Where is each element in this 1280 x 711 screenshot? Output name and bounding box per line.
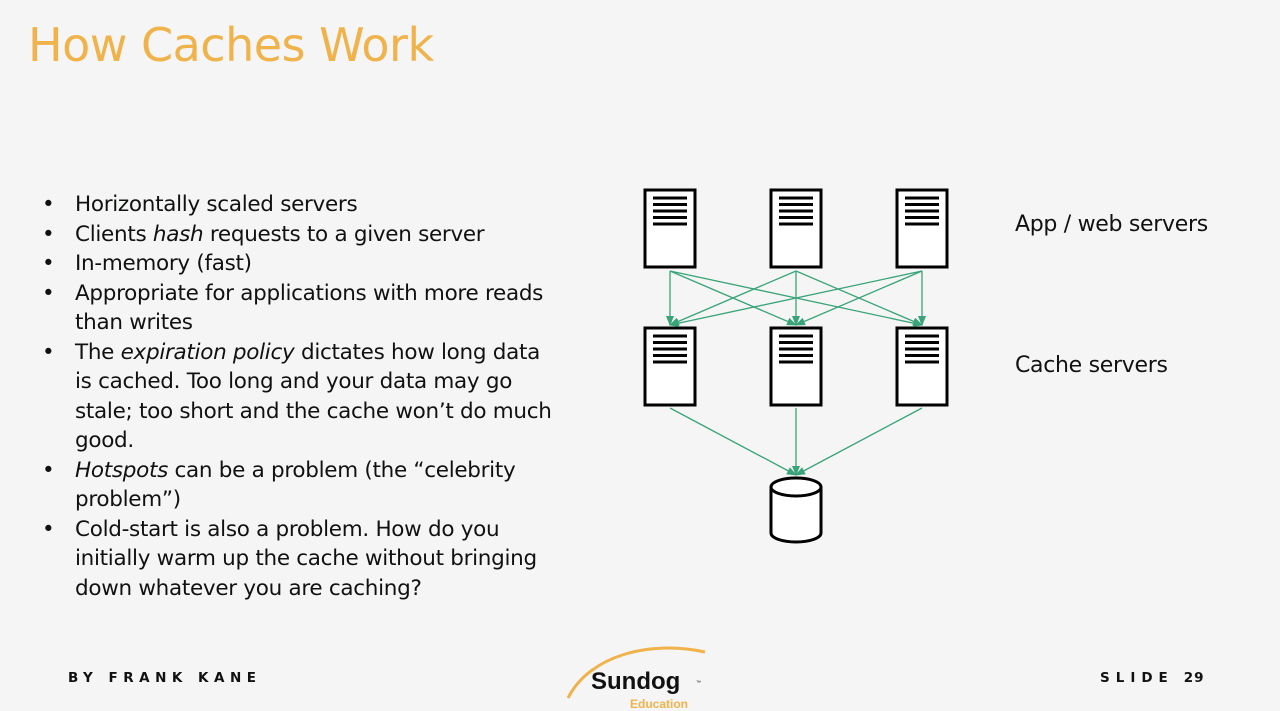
cache-server-icon	[769, 326, 823, 407]
bullet-text: In-memory (fast)	[75, 251, 252, 276]
app-to-cache-arrow	[669, 270, 923, 328]
bullet-item: Horizontally scaled servers	[40, 190, 560, 220]
cache-server-icon	[643, 326, 697, 407]
cache-servers-label: Cache servers	[1015, 353, 1168, 378]
bullet-text: Horizontally scaled servers	[75, 192, 358, 217]
bullet-item: The expiration policy dictates how long …	[40, 338, 560, 456]
bullet-text: can be a problem (the “celebrity problem…	[75, 457, 516, 513]
bullet-emphasis: expiration policy	[120, 339, 295, 365]
app-to-cache-arrow	[795, 270, 923, 326]
bullet-item: Hotspots can be a problem (the “celebrit…	[40, 456, 560, 515]
bullet-emphasis: Hotspots	[75, 457, 168, 483]
app-server-icon	[895, 188, 949, 269]
bullet-text: Clients	[75, 221, 153, 247]
slide-title: How Caches Work	[28, 18, 434, 72]
bullet-item: In-memory (fast)	[40, 249, 560, 279]
cache-server-icon	[895, 326, 949, 407]
app-server-icon	[643, 188, 697, 269]
bullet-item: Clients hash requests to a given server	[40, 220, 560, 250]
bullet-item: Appropriate for applications with more r…	[40, 279, 560, 338]
bullet-item: Cold-start is also a problem. How do you…	[40, 515, 560, 604]
cache-to-database-arrow	[669, 407, 797, 476]
logo-subtitle: Education	[630, 697, 689, 711]
author-credit: BY FRANK KANE	[68, 670, 262, 686]
bullet-emphasis: hash	[152, 221, 204, 247]
bullet-text: dictates how long data is cached. Too lo…	[75, 339, 552, 454]
cache-to-database-arrow	[795, 407, 923, 476]
slide-number: 29	[1183, 670, 1205, 686]
bullet-text: Cold-start is also a problem. How do you…	[75, 516, 537, 601]
app-servers-label: App / web servers	[1015, 212, 1208, 237]
database-icon	[769, 476, 823, 544]
bullet-text: requests to a given server	[203, 221, 485, 247]
bullet-list: Horizontally scaled serversClients hash …	[40, 190, 560, 603]
app-server-icon	[769, 188, 823, 269]
bullet-text: Appropriate for applications with more r…	[75, 280, 544, 336]
bullet-text: The	[75, 339, 121, 365]
app-to-cache-arrow	[669, 270, 797, 326]
logo-trademark: ™	[696, 680, 701, 686]
slide-indicator: SLIDE 29	[1100, 670, 1205, 686]
logo-swoosh	[566, 646, 706, 699]
sundog-logo: Sundog	[591, 668, 681, 695]
slide-word: SLIDE	[1100, 670, 1174, 686]
